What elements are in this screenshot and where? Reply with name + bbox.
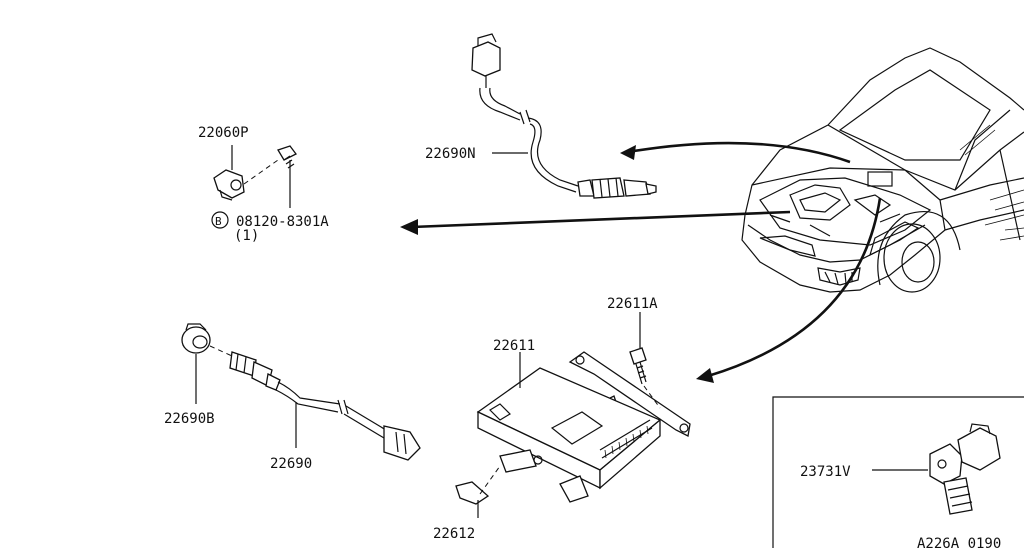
part-22611-label: 22611 xyxy=(493,338,535,354)
part-22611A-label: 22611A xyxy=(607,296,658,312)
part-22690B-label: 22690B xyxy=(164,411,215,427)
oxygen-sensor-upper xyxy=(471,33,657,199)
bolt-marker-circle xyxy=(211,211,229,229)
part-22060P-label: 22060P xyxy=(198,125,249,141)
part-22612-label: 22612 xyxy=(433,526,475,542)
ecm-assembly xyxy=(455,312,691,518)
location-arrows xyxy=(400,141,882,383)
drawing-code: A226A 0190 xyxy=(917,536,1001,552)
bolt-marker: B xyxy=(215,215,222,228)
vehicle-illustration xyxy=(741,47,1024,293)
bolt-quantity-label: (1) xyxy=(234,228,259,244)
part-22690-label: 22690 xyxy=(270,456,312,472)
part-22690N-label: 22690N xyxy=(425,146,476,162)
knock-sensor-group xyxy=(213,145,297,208)
camshaft-sensor-inset xyxy=(772,396,1024,548)
oxygen-sensor-lower xyxy=(181,323,421,461)
part-23731V-label: 23731V xyxy=(800,464,851,480)
part-08120-8301A-label: 08120-8301A xyxy=(236,214,329,230)
